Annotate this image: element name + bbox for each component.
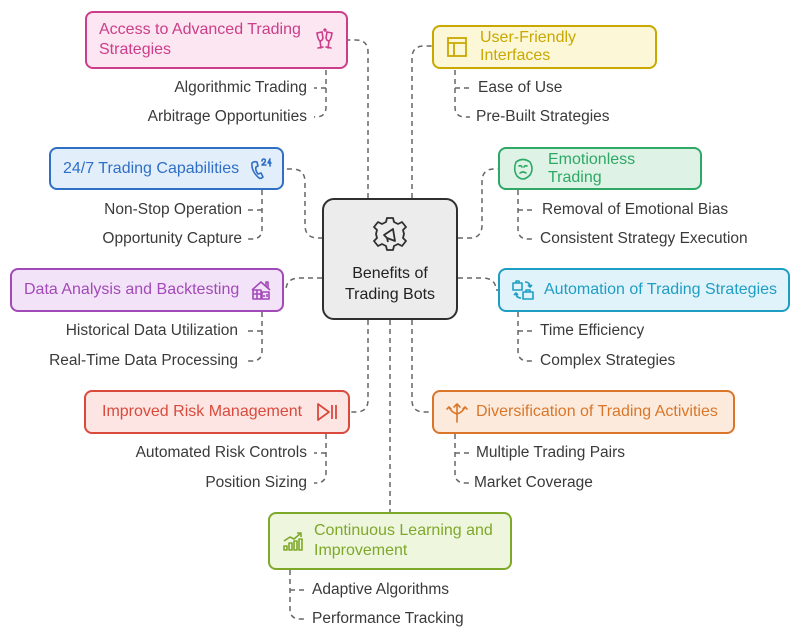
sub-item-consistent-strategy-execution: Consistent Strategy Execution: [540, 230, 748, 247]
data-analysis-node: Data Analysis and Backtesting: [10, 268, 284, 312]
user-friendly-node: User-Friendly Interfaces: [432, 25, 657, 69]
split-arrows-icon: [444, 399, 470, 425]
diversification-node: Diversification of Trading Activities: [432, 390, 735, 434]
sub-item-position-sizing: Position Sizing: [205, 474, 307, 491]
node-title: Continuous Learning and Improvement: [314, 522, 493, 559]
central-topic-title: Benefits of Trading Bots: [344, 264, 436, 303]
node-title: Data Analysis and Backtesting: [24, 281, 240, 298]
node-title: Access to Advanced Trading Strategies: [99, 21, 301, 58]
sub-item-real-time-data-processing: Real-Time Data Processing: [49, 352, 238, 369]
sub-item-multiple-trading-pairs: Multiple Trading Pairs: [476, 444, 626, 461]
emotionless-trading-node: Emotionless Trading: [498, 147, 702, 190]
sub-item-algorithmic-trading: Algorithmic Trading: [174, 79, 307, 96]
briefcase-exchange-icon: [510, 277, 536, 303]
node-title: Automation of Trading Strategies: [544, 281, 778, 298]
sub-item-market-coverage: Market Coverage: [474, 474, 593, 491]
automation-node: Automation of Trading Strategies: [498, 268, 790, 312]
node-title: 24/7 Trading Capabilities: [63, 159, 240, 177]
sub-item-historical-data-utilization: Historical Data Utilization: [65, 322, 238, 339]
sub-item-pre-built-strategies: Pre-Built Strategies: [476, 108, 610, 125]
sub-item-ease-of-use: Ease of Use: [478, 79, 563, 96]
continuous-learning-node: Continuous Learning and Improvement: [268, 512, 512, 570]
champagne-glasses-icon: [312, 27, 338, 53]
node-title: Emotionless Trading: [548, 150, 636, 186]
node-title: Improved Risk Management: [102, 403, 303, 420]
node-title: User-Friendly Interfaces: [480, 29, 577, 64]
sub-item-non-stop-operation: Non-Stop Operation: [104, 201, 242, 218]
central-topic: Benefits of Trading Bots: [322, 198, 458, 320]
advanced-strategies-node: Access to Advanced Trading Strategies: [85, 11, 348, 69]
house-chart-icon: [248, 277, 274, 303]
sub-item-time-efficiency: Time Efficiency: [540, 322, 645, 339]
sub-item-removal-of-emotional-bias: Removal of Emotional Bias: [542, 201, 729, 218]
growth-chart-icon: [280, 528, 306, 554]
layout-icon: [444, 34, 470, 60]
sub-item-complex-strategies: Complex Strategies: [540, 352, 676, 369]
node-title: Diversification of Trading Activities: [476, 403, 718, 420]
sub-item-automated-risk-controls: Automated Risk Controls: [135, 444, 307, 461]
risk-management-node: Improved Risk Management: [84, 390, 350, 434]
play-pause-icon: [314, 399, 340, 425]
sub-item-arbitrage-opportunities: Arbitrage Opportunities: [147, 108, 307, 125]
phone-24-icon: [248, 156, 274, 182]
sub-item-performance-tracking: Performance Tracking: [312, 610, 464, 627]
calm-face-icon: [510, 156, 536, 182]
gear-megaphone-icon: [370, 214, 410, 259]
sub-item-opportunity-capture: Opportunity Capture: [102, 230, 242, 247]
sub-item-adaptive-algorithms: Adaptive Algorithms: [312, 581, 449, 598]
always-on-trading-node: 24/7 Trading Capabilities: [49, 147, 284, 190]
